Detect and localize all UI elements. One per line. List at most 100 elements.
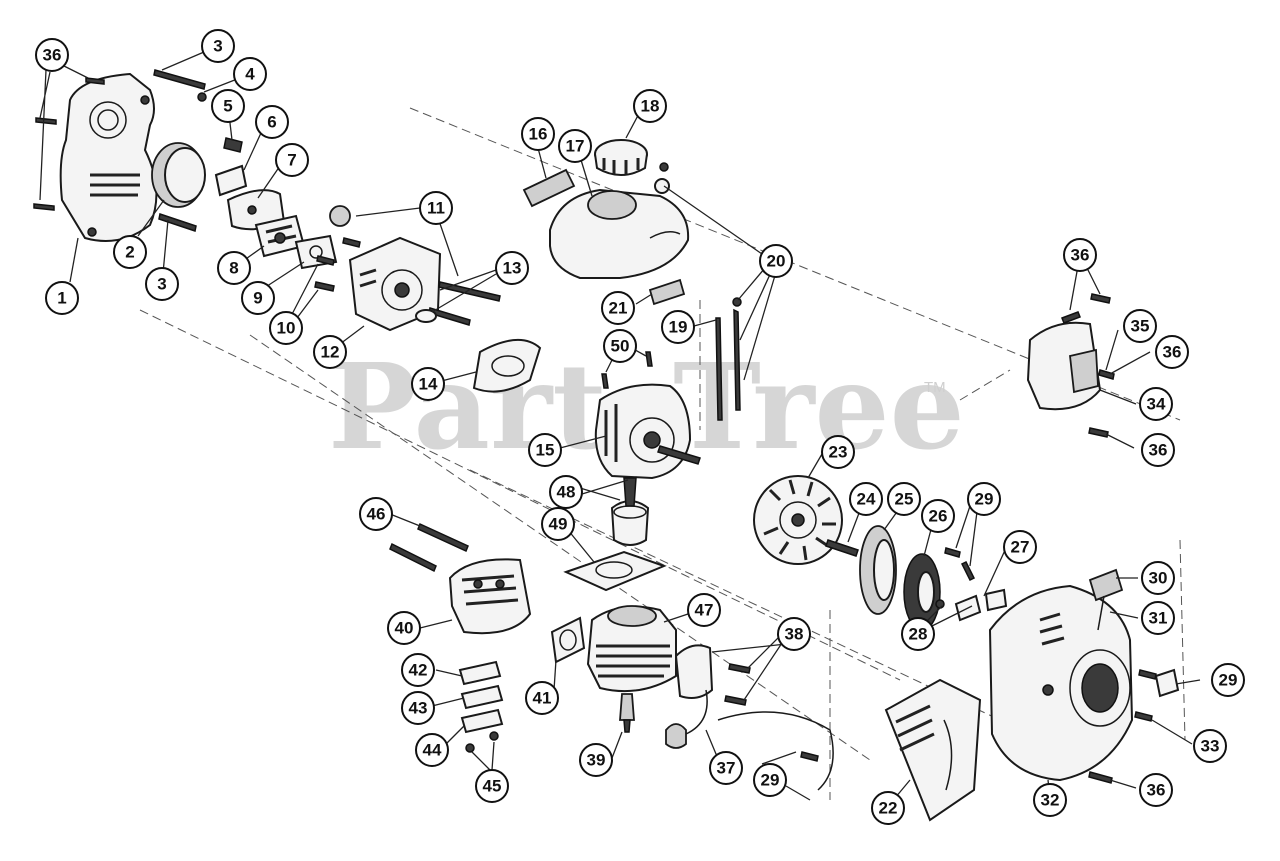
- callout-40: 40: [387, 611, 421, 645]
- callout-2: 2: [113, 235, 147, 269]
- svg-text:42: 42: [409, 661, 428, 680]
- svg-text:29: 29: [975, 490, 994, 509]
- callout-36c: 36: [1155, 335, 1189, 369]
- svg-text:26: 26: [929, 507, 948, 526]
- tank-pad-upper-part: [522, 168, 576, 208]
- fuel-cap-part: [594, 139, 648, 176]
- svg-text:47: 47: [695, 601, 714, 620]
- exhaust-gasket-part: [550, 616, 586, 664]
- svg-text:36: 36: [1163, 343, 1182, 362]
- callout-3: 3: [201, 29, 235, 63]
- callout-43: 43: [401, 691, 435, 725]
- crankcase-part: [594, 383, 701, 480]
- callout-19: 19: [661, 310, 695, 344]
- callout-29c: 29: [753, 763, 787, 797]
- cylinder-gasket-part: [563, 550, 667, 592]
- callout-30: 30: [1141, 561, 1175, 595]
- clutch-drum-part: [859, 525, 897, 615]
- callout-16: 16: [521, 117, 555, 151]
- svg-text:29: 29: [1219, 671, 1238, 690]
- callout-33: 33: [1193, 729, 1227, 763]
- drive-shaft-part: [825, 539, 859, 557]
- svg-text:12: 12: [321, 343, 340, 362]
- svg-text:10: 10: [277, 319, 296, 338]
- svg-text:36: 36: [1149, 441, 1168, 460]
- callout-18: 18: [633, 89, 667, 123]
- ignition-module-part: [665, 644, 834, 791]
- callout-11: 11: [419, 191, 453, 225]
- svg-text:2: 2: [125, 243, 134, 262]
- crankcase-screws-part: [601, 351, 653, 389]
- svg-text:41: 41: [533, 689, 552, 708]
- housing-fasteners-part: [1088, 668, 1180, 784]
- svg-text:39: 39: [587, 751, 606, 770]
- svg-text:30: 30: [1149, 569, 1168, 588]
- svg-text:5: 5: [223, 97, 232, 116]
- callout-labels: 1 2 3 3 4 5 6 7 8 9 10 11 12 13 14 15 16…: [35, 29, 1245, 825]
- cylinder-part: [586, 605, 677, 693]
- housing-bolts-part: [415, 281, 501, 326]
- callout-17: 17: [558, 129, 592, 163]
- svg-text:31: 31: [1149, 609, 1168, 628]
- callout-45: 45: [475, 769, 509, 803]
- fuel-tank-part: [549, 188, 690, 279]
- watermark-trademark: TM: [924, 379, 946, 396]
- svg-text:23: 23: [829, 443, 848, 462]
- carburetor-part: [254, 214, 306, 258]
- svg-text:20: 20: [767, 252, 786, 271]
- svg-text:1: 1: [57, 289, 66, 308]
- right-cover-part: [1026, 293, 1115, 438]
- callout-14: 14: [411, 367, 445, 401]
- intake-gasket-part: [472, 338, 542, 393]
- svg-text:24: 24: [857, 490, 876, 509]
- callout-47: 47: [687, 593, 721, 627]
- svg-text:11: 11: [427, 199, 445, 218]
- tank-fasteners-part: [654, 162, 742, 411]
- callout-5: 5: [211, 89, 245, 123]
- svg-text:25: 25: [895, 490, 914, 509]
- callout-26: 26: [921, 499, 955, 533]
- callout-6: 6: [255, 105, 289, 139]
- cover-screws-part: [33, 77, 105, 211]
- callout-36e: 36: [1139, 773, 1173, 807]
- callout-1: 1: [45, 281, 79, 315]
- svg-text:40: 40: [395, 619, 414, 638]
- callout-39: 39: [579, 743, 613, 777]
- svg-text:36: 36: [1147, 781, 1166, 800]
- svg-text:33: 33: [1201, 737, 1220, 756]
- callout-46: 46: [359, 497, 393, 531]
- callout-23: 23: [821, 435, 855, 469]
- air-filter-part: [151, 142, 206, 208]
- callout-15: 15: [528, 433, 562, 467]
- starter-handle-part: [1088, 568, 1124, 631]
- svg-text:3: 3: [157, 275, 166, 294]
- callout-48: 48: [549, 475, 583, 509]
- svg-text:32: 32: [1041, 791, 1060, 810]
- callout-4: 4: [233, 57, 267, 91]
- muffler-bolts-part: [389, 522, 469, 573]
- callout-35: 35: [1123, 309, 1157, 343]
- svg-text:13: 13: [503, 259, 522, 278]
- callout-20: 20: [759, 244, 793, 278]
- callout-9: 9: [241, 281, 275, 315]
- callout-37: 37: [709, 751, 743, 785]
- spark-plug-part: [619, 693, 635, 733]
- primer-bulb-part: [329, 205, 361, 248]
- svg-text:36: 36: [1071, 246, 1090, 265]
- svg-text:16: 16: [529, 125, 548, 144]
- callout-32: 32: [1033, 783, 1067, 817]
- callout-24: 24: [849, 482, 883, 516]
- callout-21: 21: [601, 291, 635, 325]
- svg-text:18: 18: [641, 97, 660, 116]
- svg-text:9: 9: [253, 289, 262, 308]
- svg-text:3: 3: [213, 37, 222, 56]
- svg-text:48: 48: [557, 483, 576, 502]
- svg-text:37: 37: [717, 759, 736, 778]
- svg-text:35: 35: [1131, 317, 1150, 336]
- callout-38: 38: [777, 617, 811, 651]
- svg-text:34: 34: [1147, 395, 1166, 414]
- svg-text:4: 4: [245, 65, 255, 84]
- callout-13: 13: [495, 251, 529, 285]
- piston-part: [610, 477, 650, 546]
